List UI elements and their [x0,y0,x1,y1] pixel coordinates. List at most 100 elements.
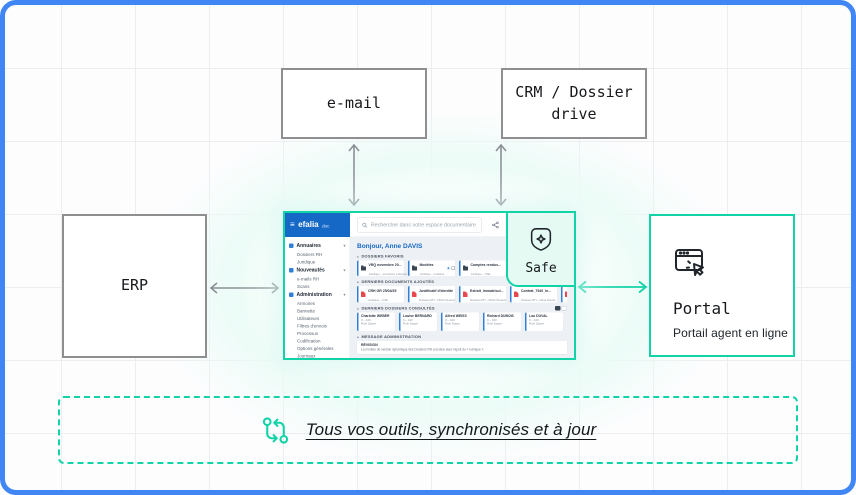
grid-canvas: e-mail CRM / Dossier drive ERP ≡ efalia … [5,5,851,490]
inbox-icon [289,268,294,273]
message-body: La montée de version dynamique des Dossi… [361,348,485,352]
section-title: NOTIFICATIONS [361,358,394,359]
sidebar-group-nouveautes[interactable]: Nouveautés ▾ [285,266,350,276]
portal-box: Portal Portail agent en ligne [649,214,795,357]
caret-icon[interactable]: ▴ [357,306,359,311]
crm-box: CRM / Dossier drive [501,68,647,139]
chevron-down-icon: ▾ [343,292,346,298]
admin-message-panel: RÉVISION La montée de version dynamique … [357,341,567,354]
sidebar-item-juridique[interactable]: Juridique [297,259,316,265]
caret-icon[interactable]: ▴ [357,335,359,339]
pdf-icon [412,291,417,297]
section-message-header: ▴ MESSAGE ADMINISTRATION [357,335,567,340]
sidebar-item-armoires[interactable]: Armoires [297,300,316,306]
section-title: MESSAGE ADMINISTRATION [361,334,422,340]
section-consulted-header: ▴ DERNIERS DOSSIERS CONSULTÉS [357,306,567,311]
sidebar-item-dossiers-rh[interactable]: Dossiers RH [297,251,323,257]
folder-icon [361,265,366,271]
app-logo: ≡ efalia doc [285,213,350,237]
sync-banner: Tous vos outils, synchronisés et à jour [58,396,798,464]
safe-label: Safe [525,261,557,276]
browser-cursor-icon [675,249,704,276]
sidebar-group-annuaires[interactable]: Annuaires ▾ [285,241,350,251]
safe-box: Safe [506,211,576,287]
erp-box: ERP [62,214,207,358]
star-icon[interactable]: ★ [446,266,451,271]
sidebar-item-bannette[interactable]: Bannette [297,308,316,314]
share-icon[interactable] [492,221,499,229]
email-label: e-mail [326,93,382,112]
person-card[interactable]: Charlotte WEBER 0 – 100 Rule Space [357,312,395,331]
erp-label: ERP [120,276,149,295]
chevron-down-icon: ▾ [343,243,346,249]
menu-icon[interactable]: ≡ [290,220,295,230]
document-card[interactable]: Contrat_75...Dossiers RH [561,286,567,303]
arrow-erp-app [209,282,280,294]
brand-suffix: doc [322,223,330,229]
folder-icon [463,265,468,271]
pdf-icon [514,291,519,297]
document-card[interactable]: Contrat_7540_In...Dossiers RH – Iliana D… [510,286,557,303]
crm-label: CRM / Dossier drive [515,82,633,123]
sidebar-item-filtres[interactable]: Filtres d'envois [297,323,327,329]
section-title: DERNIERS DOSSIERS CONSULTÉS [361,306,435,311]
sidebar-item-processus[interactable]: Processus [297,330,319,336]
sidebar-group-label: Nouveautés [296,267,325,274]
chevron-down-icon: ▾ [343,268,346,273]
caret-icon[interactable]: ▴ [357,280,359,284]
folder-card[interactable]: VRQ novembre 20...Juridique – procédure … [357,260,407,276]
sync-arrows-icon [262,416,288,444]
folder-icon [412,265,417,271]
sidebar-item-emails-rh[interactable]: e-mails RH [297,276,320,282]
open-external-icon[interactable] [451,266,456,270]
person-card[interactable]: Louise BERNARD 0 – 100 Rule Space [399,312,437,331]
banner-text: Tous vos outils, synchronisés et à jour [305,420,597,439]
wrench-icon [289,292,294,297]
person-card[interactable]: Alfred WEISS 0 – 100 Rule Space [441,312,479,331]
sidebar-item-codification[interactable]: Codification [297,338,321,344]
shield-sparkle-icon [530,228,552,251]
pdf-icon [565,291,567,297]
pdf-icon [463,291,468,297]
person-card[interactable]: Richard DUBOIS 0 – 100 Rule Space [483,312,521,331]
email-box: e-mail [281,68,427,139]
greeting: Bonjour, Anne DAVIS [357,242,423,250]
search-icon [362,222,368,228]
arrow-email-app [348,143,360,207]
sidebar-item-options[interactable]: Options générales [297,345,334,351]
caret-icon[interactable]: ▴ [357,254,359,259]
section-title: DERNIERS DOCUMENTS AJOUTÉS [361,279,435,285]
search-input[interactable]: Rechercher dans votre espace documentair… [357,217,482,233]
grid-view-button[interactable] [555,306,561,311]
section-notifications-header: ▴ NOTIFICATIONS [357,358,567,359]
folder-icon [289,243,294,248]
arrow-safe-portal [577,280,648,294]
sidebar-item-utilisateurs[interactable]: Utilisateurs [297,315,320,321]
view-toggle[interactable] [555,306,567,311]
brand-name: efalia [298,220,319,230]
search-placeholder: Rechercher dans votre espace documentair… [371,222,476,228]
sidebar-group-administration[interactable]: Administration ▾ [285,290,350,300]
list-view-button[interactable] [561,306,567,311]
message-title: RÉVISION [361,343,378,348]
sidebar-group-label: Annuaires [296,243,321,249]
sidebar-item-scans[interactable]: Scans [297,283,310,289]
sidebar-item-journaux[interactable]: Journaux [297,353,316,359]
person-card[interactable]: Lou DUVAL 0 – 100 Rule Space [525,312,563,331]
folder-card[interactable]: Comptes rendus...Juridique – CSE [459,260,506,276]
sidebar-group-label: Administration [296,292,332,298]
portal-subtitle: Portail agent en ligne [673,326,788,340]
consulted-row: Charlotte WEBER 0 – 100 Rule Space Louis… [357,312,567,331]
pdf-icon [361,291,366,297]
document-card[interactable]: Extrait_immatricul...Dossiers RH – Miche… [459,286,506,303]
arrow-crm-safe [495,143,507,207]
app-sidebar: Annuaires ▾ Dossiers RH Juridique Nouvea… [285,237,350,358]
section-favorites-header: ▴ DOSSIERS FAVORIS [357,254,567,259]
section-title: DOSSIERS FAVORIS [361,254,404,259]
section-documents-header: ▴ DERNIERS DOCUMENTS AJOUTÉS [357,280,567,285]
